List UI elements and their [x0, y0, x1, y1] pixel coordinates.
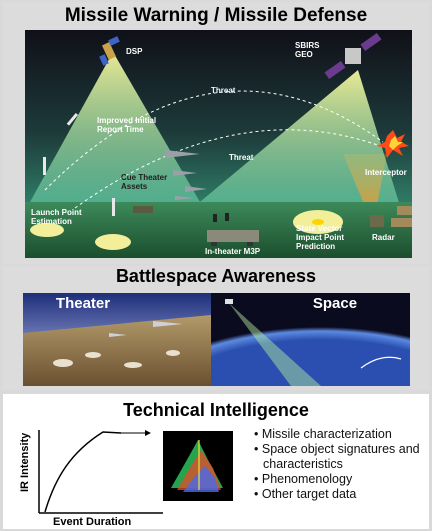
- state-vector-label: State Vector Impact Point Prediction: [296, 224, 345, 251]
- dsp-label: DSP: [126, 47, 143, 56]
- bullet-item: Space object signatures and characterist…: [253, 442, 429, 472]
- event-duration-axis-label: Event Duration: [53, 516, 132, 528]
- m3p-label: In-theater M3P: [205, 247, 261, 256]
- radar-label: Radar: [372, 233, 395, 242]
- intel-bullet-list: Missile characterization Space object si…: [253, 427, 429, 502]
- ir-intensity-graphic: [38, 430, 233, 514]
- launch-point-oval: [30, 223, 64, 237]
- missile-warning-panel: Missile Warning / Missile Defense: [3, 2, 429, 264]
- dsp-satellite-icon: [99, 36, 120, 66]
- cue-theater-assets-label: Cue Theater Assets: [121, 173, 168, 191]
- radar-icon: [370, 215, 384, 227]
- aircraft-icon: [109, 333, 127, 337]
- aircraft-icon: [153, 321, 183, 327]
- threat-label-high: Threat: [211, 86, 236, 95]
- ir-intensity-chart: IR Intensity Event Duration: [19, 428, 253, 530]
- launch-site-oval: [95, 234, 131, 250]
- technical-intelligence-panel: Technical Intelligence IR Intensity Even…: [3, 394, 429, 529]
- sbirs-satellite-icon: [324, 32, 382, 80]
- threat-trajectory-high: [44, 90, 384, 191]
- m3p-vehicle-icon: [207, 230, 259, 242]
- sensor-beam: [229, 303, 321, 386]
- space-image: Space: [211, 293, 410, 386]
- technical-intelligence-title: Technical Intelligence: [123, 400, 309, 420]
- missile-icon: [43, 157, 46, 175]
- bullet-item: Missile characterization: [253, 427, 429, 442]
- arrow-icon: [145, 430, 151, 436]
- missile-defense-scene: DSP SBIRS GEO Threat Threat Improved Ini…: [25, 30, 412, 258]
- threat-trajectory-low: [74, 129, 392, 209]
- interceptor-label: Interceptor: [365, 168, 407, 177]
- threat-label-low: Threat: [229, 153, 254, 162]
- launcher-vehicle-icon: [133, 206, 153, 213]
- launch-point-estimation-label: Launch Point Estimation: [31, 208, 82, 226]
- tank-icon: [397, 206, 412, 215]
- missile-icon: [112, 198, 115, 216]
- aircraft-icon: [185, 186, 207, 192]
- space-label: Space: [312, 295, 358, 312]
- scene-graphic: [25, 30, 412, 258]
- sbirs-sensor-beam: [195, 70, 400, 206]
- theater-label: Theater: [55, 295, 111, 312]
- ir-intensity-axis-label: IR Intensity: [19, 432, 31, 492]
- aircraft-icon: [165, 150, 200, 158]
- battlespace-awareness-panel: Battlespace Awareness: [3, 266, 429, 390]
- improved-report-time-label: Improved Initial Report Time: [97, 116, 157, 134]
- aircraft-icon: [175, 196, 195, 200]
- bullet-item: Phenomenology: [253, 472, 429, 487]
- ir-intensity-curve: [44, 431, 122, 513]
- aircraft-icon: [173, 170, 197, 176]
- battlespace-awareness-title: Battlespace Awareness: [115, 266, 317, 286]
- satellite-icon: [225, 299, 233, 304]
- theater-image: Theater: [23, 293, 211, 386]
- bullet-item: Other target data: [253, 487, 429, 502]
- missile-warning-title: Missile Warning / Missile Defense: [64, 5, 368, 26]
- tank-icon: [391, 218, 412, 227]
- sbirs-geo-label: SBIRS GEO: [295, 41, 320, 59]
